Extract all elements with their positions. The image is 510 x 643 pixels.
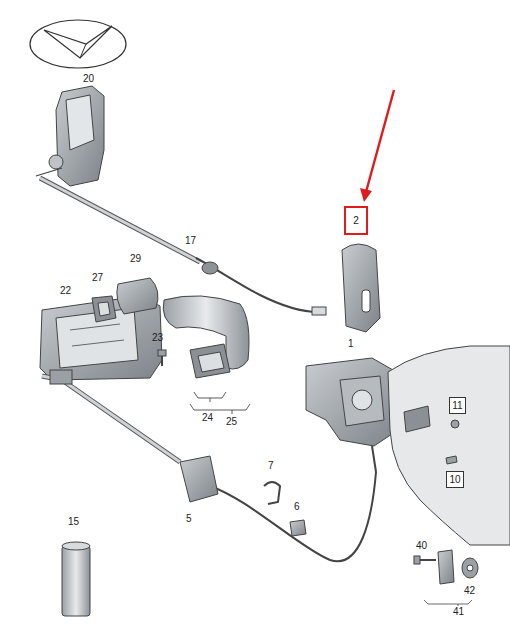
callout-number: 20: [83, 73, 94, 84]
pointer-arrow: [360, 90, 394, 202]
callout-number: 41: [453, 606, 464, 617]
callout-number: 10: [449, 474, 460, 485]
callout-number: 22: [60, 285, 71, 296]
callout-number: 24: [202, 412, 213, 423]
part-29-cap: [117, 278, 158, 314]
outer-cable: [42, 370, 376, 561]
callout-number: 6: [294, 501, 300, 512]
callout-number: 15: [68, 516, 79, 527]
part-23-screw: [158, 350, 166, 366]
callout-number: 5: [186, 513, 192, 524]
callout-number: 7: [268, 460, 274, 471]
callout-number: 23: [152, 332, 163, 343]
part-7-clip: [264, 482, 280, 504]
callout-number: 42: [464, 585, 475, 596]
part-6-holder: [290, 520, 306, 536]
part-1-lock: [306, 358, 400, 472]
part-17-cable: [40, 178, 326, 315]
part-25-handle: [163, 296, 249, 378]
callout-box: 10: [446, 471, 464, 488]
group-brackets: [190, 392, 250, 414]
callout-number: 1: [348, 338, 354, 349]
part-2-cover: [342, 244, 380, 332]
callout-number: 17: [185, 235, 196, 246]
callout-number: 27: [92, 272, 103, 283]
part-27-gasket: [92, 296, 116, 322]
part-5-clip: [180, 456, 218, 502]
orientation-logo: [30, 20, 126, 68]
callout-box: 11: [449, 397, 466, 414]
part-15-can: [62, 542, 90, 616]
part-20-bracket: [36, 86, 104, 186]
callout-number: 29: [130, 253, 141, 264]
callout-box: 2: [344, 206, 368, 235]
part-27-gasket-hole: [98, 302, 110, 316]
callout-number: 11: [452, 400, 462, 411]
callout-number: 25: [226, 416, 237, 427]
door-panel: [388, 346, 510, 545]
callout-number: 2: [353, 215, 359, 226]
callout-number: 40: [416, 540, 427, 551]
striker-parts: [414, 550, 478, 606]
